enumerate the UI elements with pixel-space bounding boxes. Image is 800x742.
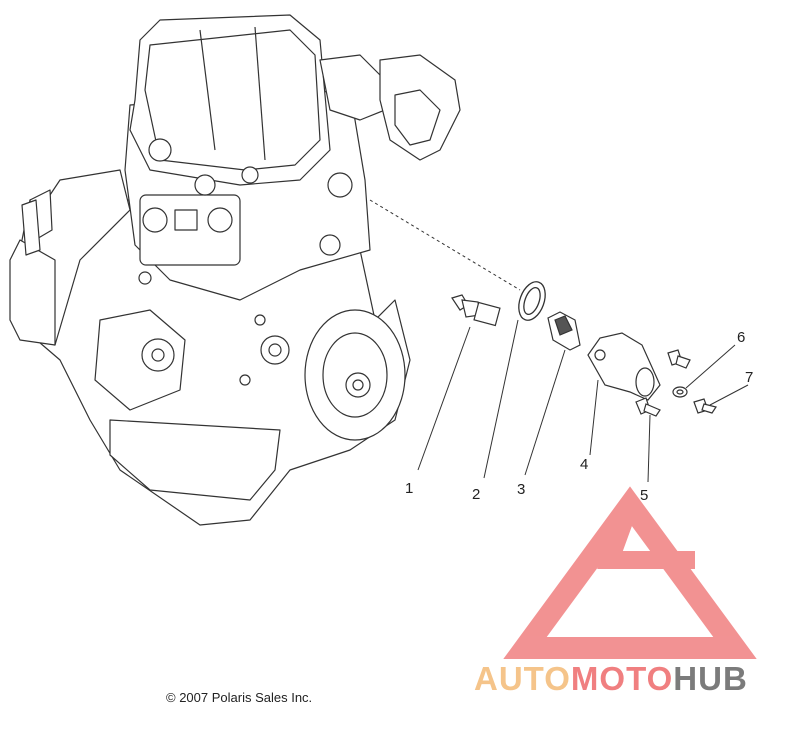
part-2-sealing-washer — [518, 281, 546, 321]
automotohub-watermark: AUTOMOTOHUB — [474, 660, 748, 698]
callout-5: 5 — [640, 487, 648, 504]
engine-assembly-drawing — [9, 14, 461, 526]
copyright-text: © 2007 Polaris Sales Inc. — [166, 690, 313, 705]
callout-7: 7 — [745, 369, 753, 386]
callout-leader-lines — [417, 319, 749, 483]
brand-moto: MOTO — [570, 660, 674, 697]
part-6-washer-and-bolt — [667, 349, 691, 398]
callout-4: 4 — [580, 456, 588, 473]
callout-6: 6 — [737, 329, 745, 346]
part-7-bolt — [693, 398, 717, 414]
brand-hub: HUB — [673, 660, 748, 697]
automotohub-logo-triangle — [503, 486, 757, 659]
part-4-thermostat-housing — [587, 332, 661, 401]
dashed-leader-line — [369, 199, 521, 291]
brand-auto: AUTO — [474, 660, 571, 697]
part-5-bolt — [635, 397, 661, 417]
callout-2: 2 — [472, 486, 480, 503]
callout-1: 1 — [405, 480, 413, 497]
part-3-thermostat — [547, 311, 581, 351]
callout-3: 3 — [517, 481, 525, 498]
callout-labels: 1 2 3 4 5 6 7 — [405, 329, 753, 504]
part-1-temperature-sensor — [451, 294, 501, 327]
